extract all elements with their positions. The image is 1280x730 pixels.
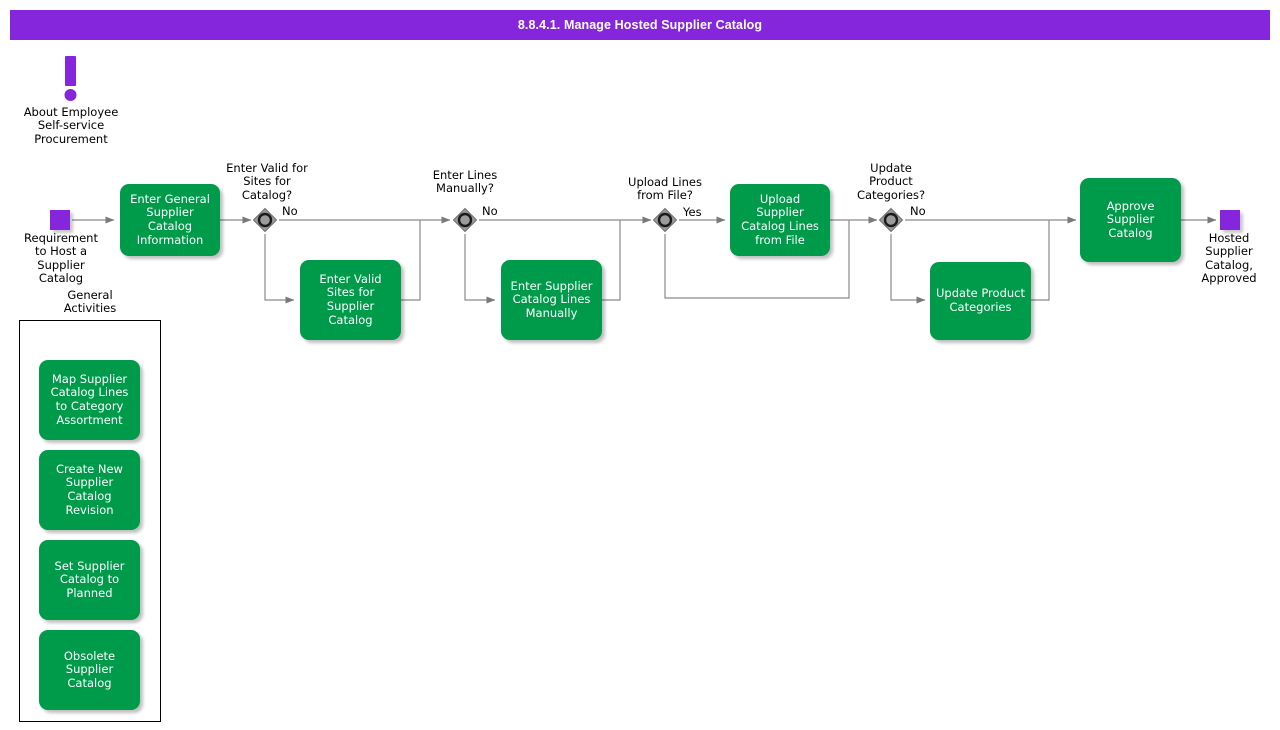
- task-enter-general-supplier-catalog-information[interactable]: Enter General Supplier Catalog Informati…: [120, 184, 220, 256]
- task-approve-supplier-catalog[interactable]: Approve Supplier Catalog: [1080, 178, 1181, 262]
- task-set-supplier-catalog-to-planned[interactable]: Set Supplier Catalog to Planned: [39, 540, 140, 620]
- start-event-square[interactable]: [50, 210, 70, 230]
- gateway-2-label: Enter Lines Manually?: [432, 168, 498, 196]
- page-title: 8.8.4.1. Manage Hosted Supplier Catalog: [517, 18, 763, 32]
- note-label: About Employee Self-service Procurement: [23, 105, 119, 146]
- gateway-enter-valid-for-sites-for-catalog[interactable]: [251, 206, 279, 234]
- general-activities-group: [19, 320, 161, 722]
- end-event-label: Hosted Supplier Catalog, Approved: [1201, 231, 1257, 286]
- page-title-bar: 8.8.4.1. Manage Hosted Supplier Catalog: [10, 10, 1270, 40]
- gateway-2-condition: No: [482, 204, 498, 218]
- gateway-3-condition: Yes: [683, 205, 702, 219]
- task-create-new-supplier-catalog-revision[interactable]: Create New Supplier Catalog Revision: [39, 450, 140, 530]
- task-obsolete-supplier-catalog[interactable]: Obsolete Supplier Catalog: [39, 630, 140, 710]
- gateway-1-condition: No: [282, 204, 298, 218]
- general-activities-title: General Activities: [63, 288, 117, 316]
- start-event-label: Requirement to Host a Supplier Catalog: [24, 231, 98, 286]
- gateway-1-label: Enter Valid for Sites for Catalog?: [226, 161, 308, 202]
- task-upload-supplier-catalog-lines-from-file[interactable]: Upload Supplier Catalog Lines from File: [730, 184, 830, 256]
- gateway-update-product-categories[interactable]: [877, 206, 905, 234]
- task-update-product-categories[interactable]: Update Product Categories: [930, 262, 1031, 340]
- end-event-square[interactable]: [1220, 210, 1240, 230]
- gateway-enter-lines-manually[interactable]: [451, 206, 479, 234]
- gateway-4-condition: No: [910, 204, 926, 218]
- task-enter-valid-sites-for-supplier-catalog[interactable]: Enter Valid Sites for Supplier Catalog: [300, 260, 401, 340]
- task-map-supplier-catalog-lines-to-category-assortment[interactable]: Map Supplier Catalog Lines to Category A…: [39, 360, 140, 440]
- gateway-3-label: Upload Lines from File?: [628, 175, 702, 203]
- task-enter-supplier-catalog-lines-manually[interactable]: Enter Supplier Catalog Lines Manually: [501, 260, 602, 340]
- gateway-4-label: Update Product Categories?: [856, 161, 926, 202]
- exclamation-icon: [64, 56, 77, 101]
- gateway-upload-lines-from-file[interactable]: [651, 206, 679, 234]
